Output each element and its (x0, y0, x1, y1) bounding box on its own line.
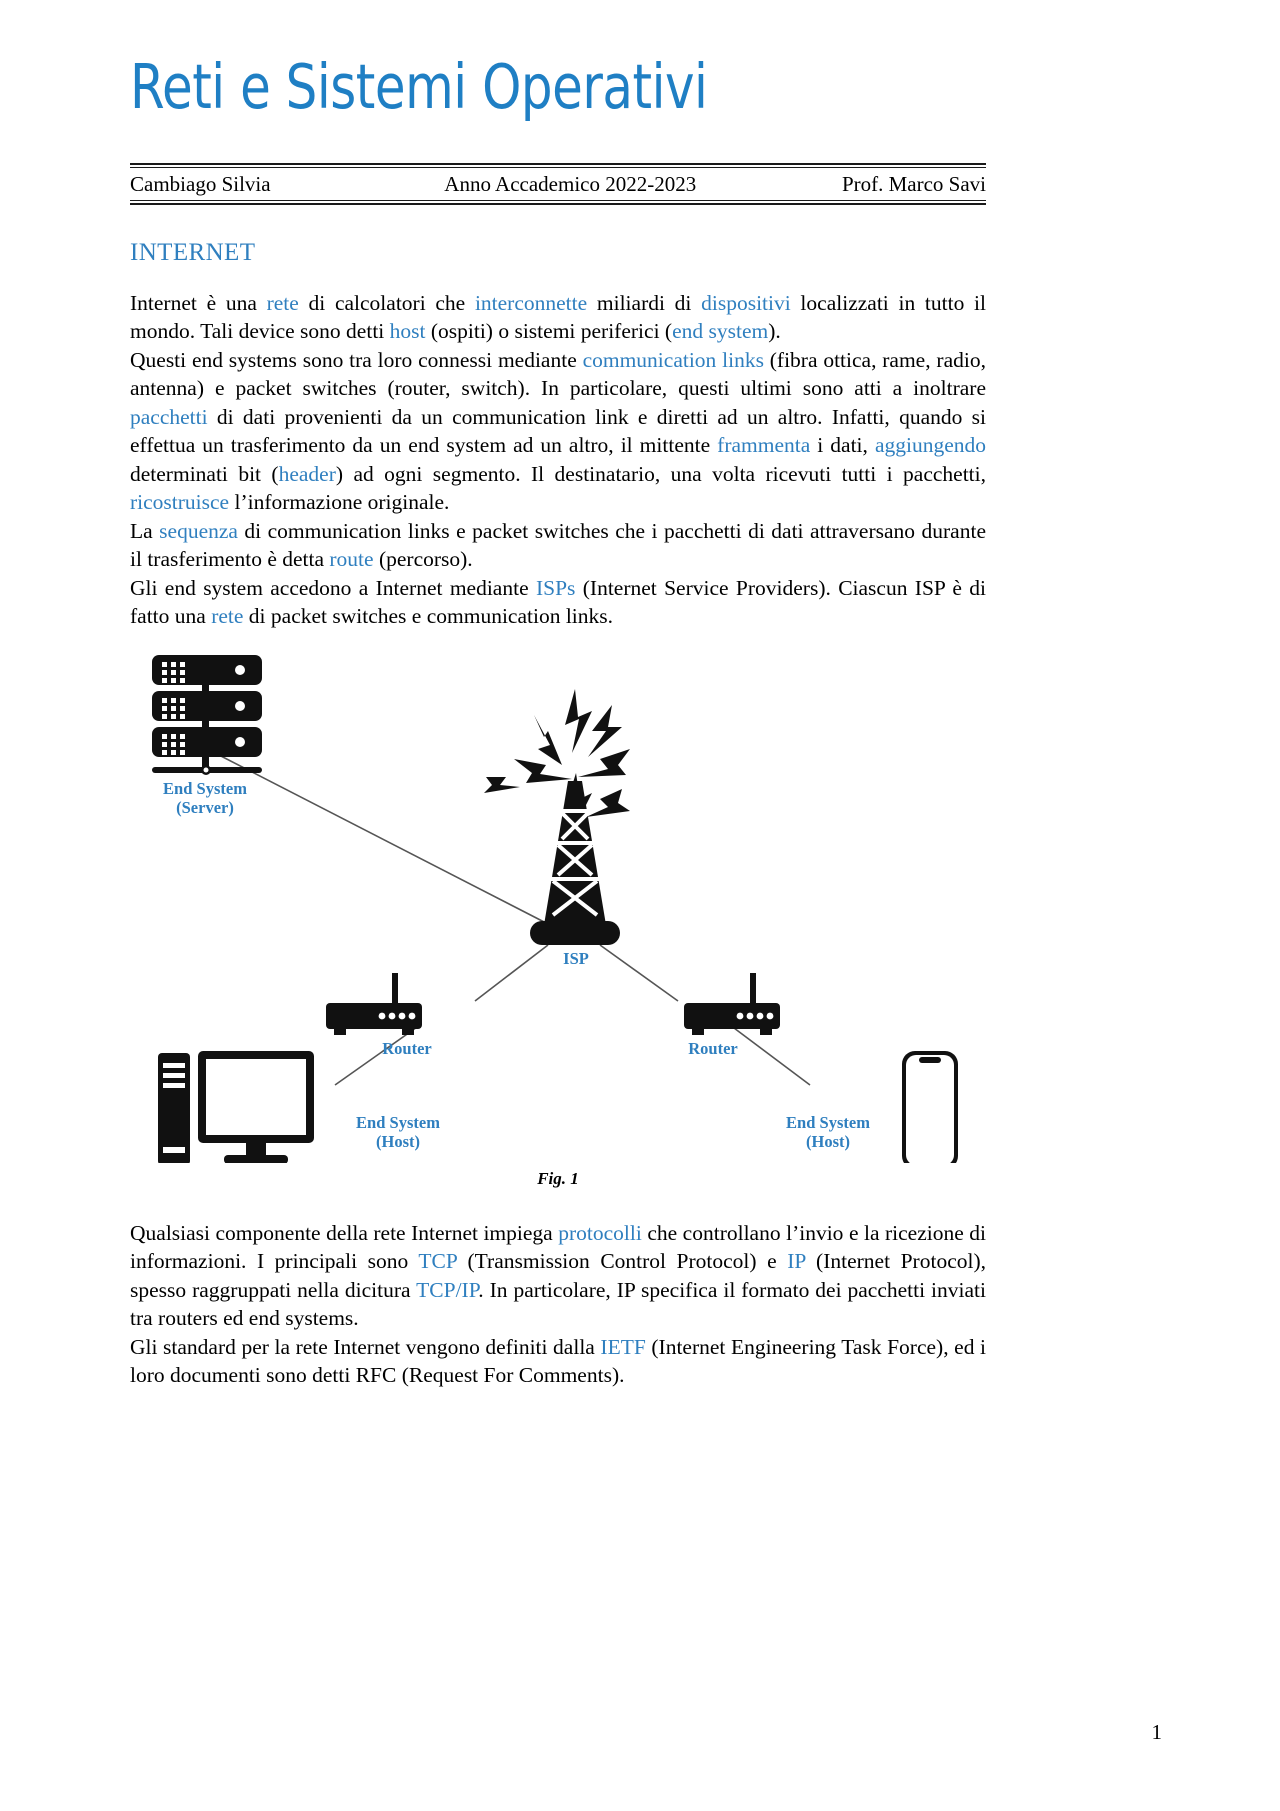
text-run: (percorso). (373, 547, 473, 572)
keyword-pacchetti: pacchetti (130, 404, 208, 429)
text-run: di calcolatori che (298, 290, 475, 315)
paragraph-2: Questi end systems sono tra loro conness… (130, 346, 986, 517)
link-server-isp (214, 751, 551, 926)
text-run: Questi end systems sono tra loro conness… (130, 347, 583, 372)
paragraph-4: Gli end system accedono a Internet media… (130, 574, 986, 631)
text-run: Qualsiasi componente della rete Internet… (130, 1220, 559, 1245)
figure-caption: Fig. 1 (537, 1168, 579, 1188)
keyword-rete: rete (266, 290, 299, 315)
page-number: 1 (1151, 1720, 1163, 1744)
text-run: Gli standard per la rete Internet vengon… (130, 1334, 601, 1359)
isp-tower-icon (484, 688, 630, 945)
keyword-communication-links: communication links (582, 347, 764, 372)
text-run: (ospiti) o sistemi periferici ( (425, 319, 673, 344)
keyword-route: route (329, 547, 374, 572)
connection-lines (214, 751, 811, 1086)
text-run: di dati provenienti da un communication … (130, 404, 986, 458)
keyword-isps: ISPs (535, 575, 576, 600)
text-run: (Internet Engineering Task Force), ed i … (130, 1334, 986, 1388)
desktop-computer-icon (158, 1050, 353, 1191)
keyword-header: header (278, 461, 336, 486)
page-content: Reti e Sistemi Operativi Cambiago Silvia… (130, 0, 986, 1390)
signal-waves-icon (484, 688, 630, 829)
link-isp-router-right (599, 943, 679, 1002)
header-rule-bottom (130, 199, 986, 205)
figure-label-server: End System (Server) (163, 778, 247, 817)
header-professor: Prof. Marco Savi (841, 171, 986, 196)
text-run: i dati, (810, 433, 875, 458)
keyword-ip: IP (787, 1249, 806, 1274)
document-title: Reti e Sistemi Operativi (130, 52, 708, 124)
text-run: (Internet Protocol), spesso raggruppati … (130, 1249, 986, 1302)
network-diagram-figure: End System (Server) ISP Router Router En… (130, 653, 986, 1191)
keyword-host: host (389, 319, 426, 344)
header-author: Cambiago Silvia (130, 171, 271, 196)
figure-label-router-left: Router (382, 1038, 432, 1058)
section-heading-internet: INTERNET (130, 238, 256, 266)
network-diagram-svg (152, 654, 958, 1191)
text-run: Gli end system accedono a Internet media… (130, 575, 536, 600)
figure-label-host-right: End System (Host) (786, 1112, 870, 1151)
server-rack-icon (152, 654, 262, 775)
text-run: localizzati in tutto il mondo. Tali devi… (130, 290, 986, 344)
keyword-tcp: TCP (418, 1249, 457, 1274)
text-run: (fibra ottica, rame, radio, antenna) e p… (130, 347, 986, 401)
text-run: (Transmission Control Protocol) e (456, 1249, 788, 1274)
header-rule-top (130, 162, 986, 168)
text-run: (Internet Service Providers). Ciascun IS… (130, 575, 987, 629)
text-run: di packet switches e communication links… (243, 604, 614, 629)
link-isp-router-left (474, 943, 549, 1002)
text-run: . In particolare, IP specifica il format… (130, 1277, 986, 1331)
text-run: Internet è una (130, 290, 267, 315)
text-run: ). (768, 319, 781, 344)
text-run: miliardi di (587, 290, 702, 315)
smartphone-icon (902, 1050, 958, 1169)
keyword-aggiungendo: aggiungendo (874, 433, 986, 458)
text-run: che controllano l’invio e la ricezione d… (130, 1220, 987, 1274)
figure-label-host-left: End System (Host) (356, 1112, 440, 1151)
keyword-tcp-ip: TCP/IP (416, 1277, 479, 1302)
paragraph-1: Internet è una rete di calcolatori che i… (130, 289, 986, 346)
keyword-frammenta: frammenta (717, 433, 811, 458)
running-header: Cambiago Silvia Anno Accademico 2022-202… (130, 168, 986, 200)
paragraph-5: Qualsiasi componente della rete Internet… (130, 1219, 986, 1333)
keyword-ricostruisce: ricostruisce (130, 490, 230, 515)
keyword-end-system: end system (672, 319, 769, 344)
text-run: l’informazione originale. (229, 490, 450, 515)
keyword-protocolli: protocolli (558, 1220, 642, 1245)
paragraph-3: La sequenza di communication links e pac… (130, 517, 986, 574)
text-run: di communication links e packet switches… (130, 518, 986, 572)
keyword-rete-2: rete (211, 604, 244, 629)
router-left-icon (326, 972, 422, 1035)
text-run: ) ad ogni segmento. Il destinatario, una… (335, 461, 986, 486)
router-right-icon (684, 972, 780, 1035)
text-run: La (130, 518, 160, 543)
keyword-sequenza: sequenza (159, 518, 238, 543)
keyword-ietf: IETF (600, 1334, 646, 1359)
link-router-right-host (729, 1023, 811, 1086)
keyword-dispositivi: dispositivi (701, 290, 791, 315)
header-academic-year: Anno Accademico 2022-2023 (444, 171, 697, 196)
keyword-interconnette: interconnette (474, 290, 588, 315)
paragraph-6: Gli standard per la rete Internet vengon… (130, 1333, 986, 1390)
text-run: determinati bit ( (130, 461, 279, 486)
figure-label-isp: ISP (563, 948, 589, 968)
figure-label-router-right: Router (688, 1038, 738, 1058)
